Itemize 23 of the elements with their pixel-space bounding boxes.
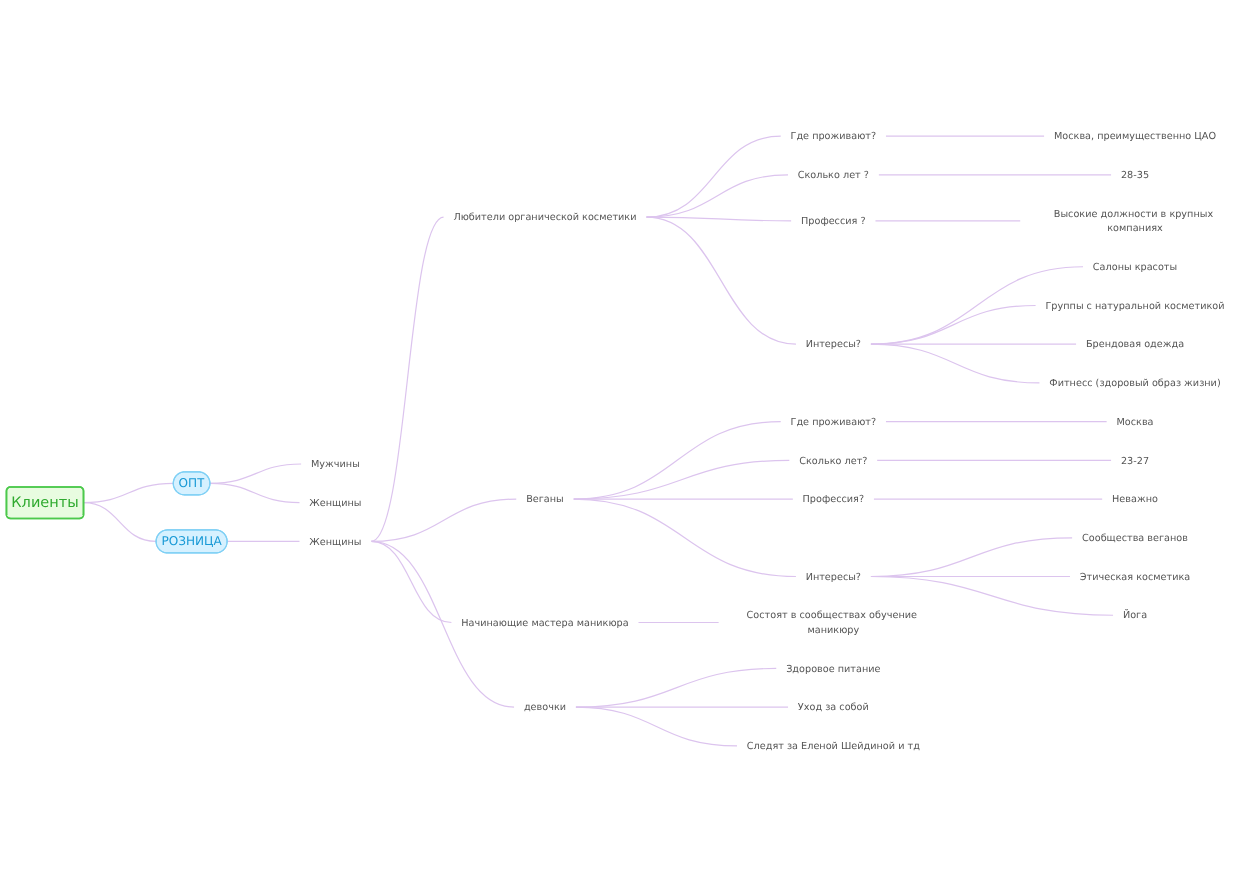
connector xyxy=(370,540,453,624)
connector xyxy=(885,135,1045,137)
connector xyxy=(370,216,445,543)
connector xyxy=(370,540,515,708)
connector xyxy=(637,621,720,624)
connector xyxy=(870,343,1041,384)
connector xyxy=(226,540,301,543)
connector xyxy=(645,216,797,345)
connector xyxy=(209,482,301,504)
connector xyxy=(876,459,1112,461)
connector xyxy=(82,502,157,543)
connector xyxy=(575,706,738,747)
connector xyxy=(572,498,794,500)
connector xyxy=(870,575,1114,616)
connector xyxy=(575,667,778,708)
connector xyxy=(874,220,1022,222)
connector xyxy=(870,266,1084,345)
connector xyxy=(873,498,1103,500)
connector xyxy=(885,421,1108,423)
connector xyxy=(572,498,797,578)
connector xyxy=(878,174,1112,176)
connector xyxy=(645,174,789,218)
connector xyxy=(870,304,1037,345)
